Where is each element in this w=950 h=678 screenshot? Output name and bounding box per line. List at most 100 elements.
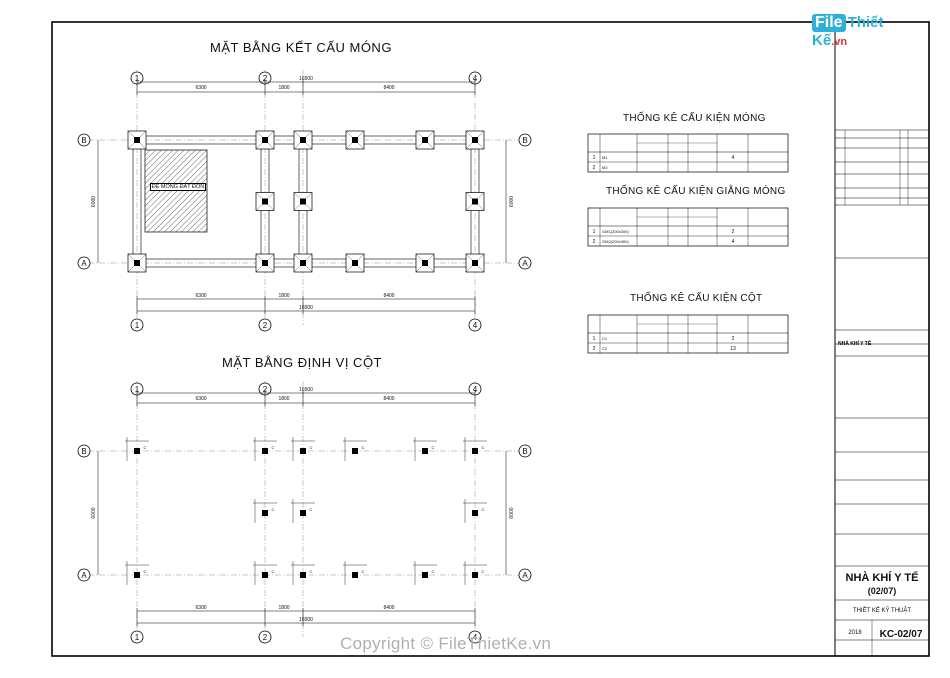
column xyxy=(134,260,140,266)
grid-bubble-2-bottom xyxy=(258,630,272,644)
dim-total-top: 16500 xyxy=(299,387,313,393)
table-title-column: THỐNG KÊ CẤU KIỆN CỘT xyxy=(630,293,763,304)
column-tag: C xyxy=(272,507,275,512)
design-phase: THIẾT KẾ KỸ THUẬT xyxy=(852,608,912,614)
table-cell-name: M2 xyxy=(602,165,608,170)
table-cell-no: 2 xyxy=(593,346,596,352)
dim-8400-top: 8400 xyxy=(383,85,394,91)
dim-8400-top: 8400 xyxy=(383,396,394,402)
column-tag: C xyxy=(310,569,313,574)
foundation-plan-title: MẶT BẰNG KẾT CẤU MÓNG xyxy=(210,40,392,55)
grid-bubble-2-bottom-label: 2 xyxy=(263,633,268,642)
column xyxy=(422,137,428,143)
column-tag: C xyxy=(482,569,485,574)
table-cell-name: C2 xyxy=(602,346,608,351)
dim-6300-bottom: 6300 xyxy=(195,293,206,299)
table-cell-qty: 4 xyxy=(732,239,735,245)
column xyxy=(262,510,268,516)
dim-8400-bottom: 8400 xyxy=(383,293,394,299)
grid-bubble-A-right xyxy=(518,256,532,270)
column-tag: C xyxy=(432,569,435,574)
table-cell-qty: 2 xyxy=(732,336,735,342)
column xyxy=(422,572,428,578)
grid-bubble-1-top-label: 1 xyxy=(135,385,140,394)
column-tag: C xyxy=(144,445,147,450)
column xyxy=(352,448,358,454)
sheet-count: (02/07) xyxy=(867,586,897,596)
column-tag: C xyxy=(362,569,365,574)
grid-bubble-A-right-label: A xyxy=(522,571,528,580)
table-cell-no: 2 xyxy=(593,239,596,245)
copyright-watermark: Copyright © FileThietKe.vn xyxy=(340,634,552,653)
drawing-code: KC-02/07 xyxy=(879,629,923,640)
dim-vertical-right: 6000 xyxy=(509,196,515,207)
grid-bubble-1-bottom-label: 1 xyxy=(135,321,140,330)
table-title-footing: THỐNG KÊ CẤU KIỆN MÓNG xyxy=(623,113,766,124)
dim-8400-bottom: 8400 xyxy=(383,605,394,611)
logo-name: Thiết Kế xyxy=(812,14,884,49)
grid-bubble-1-bottom xyxy=(130,630,144,644)
grid-bubble-2-top-label: 2 xyxy=(263,385,268,394)
table-cell-name: GM2(200x300) xyxy=(602,239,629,244)
table-title-tie-beam: THỐNG KÊ CẤU KIỆN GIẰNG MÓNG xyxy=(606,186,786,197)
grid-bubble-B-right xyxy=(518,133,532,147)
column xyxy=(300,260,306,266)
grid-bubble-4-bottom-label: 4 xyxy=(473,321,478,330)
dim-total-top: 16500 xyxy=(299,76,313,82)
dim-1800-bottom: 1800 xyxy=(278,605,289,611)
column-tag: C xyxy=(272,569,275,574)
column xyxy=(300,510,306,516)
sheet-border xyxy=(51,21,930,657)
grid-bubble-1-bottom xyxy=(130,318,144,332)
column xyxy=(134,572,140,578)
grid-bubble-2-bottom-label: 2 xyxy=(263,321,268,330)
dim-6300-top: 6300 xyxy=(195,85,206,91)
column xyxy=(422,260,428,266)
grid-bubble-4-bottom-label: 4 xyxy=(473,633,478,642)
column xyxy=(352,260,358,266)
dim-1800-top: 1800 xyxy=(278,396,289,402)
column xyxy=(422,448,428,454)
grid-bubble-A-left xyxy=(77,568,91,582)
column xyxy=(300,572,306,578)
grid-bubble-B-right-label: B xyxy=(522,136,527,145)
table-cell-name: C1 xyxy=(602,336,608,341)
grid-bubble-B-left-label: B xyxy=(81,136,86,145)
grid-bubble-2-top-label: 2 xyxy=(263,74,268,83)
project-name-small: NHÀ KHÍ Y TẾ xyxy=(838,341,872,347)
column xyxy=(472,198,478,205)
logo-badge: File xyxy=(812,14,846,32)
dim-vertical-left: 6000 xyxy=(91,196,97,207)
column-tag: C xyxy=(144,569,147,574)
column-tag: C xyxy=(272,445,275,450)
dim-6300-top: 6300 xyxy=(195,396,206,402)
column xyxy=(262,260,268,266)
grid-bubble-A-left-label: A xyxy=(81,259,87,268)
column-plan-title: MẶT BẰNG ĐỊNH VỊ CỘT xyxy=(222,355,382,370)
table-cell-no: 1 xyxy=(593,336,596,342)
grid-bubble-1-bottom-label: 1 xyxy=(135,633,140,642)
table-cell-qty: 13 xyxy=(730,346,736,352)
grid-bubble-A-left xyxy=(77,256,91,270)
column xyxy=(472,572,478,578)
grid-bubble-4-bottom xyxy=(468,630,482,644)
column xyxy=(472,510,478,516)
column xyxy=(300,137,306,143)
column-tag: C xyxy=(310,507,313,512)
column-tag: C xyxy=(482,445,485,450)
column xyxy=(352,137,358,143)
dim-total-bottom: 16500 xyxy=(299,305,313,311)
column xyxy=(262,572,268,578)
grid-bubble-B-left xyxy=(77,444,91,458)
grid-bubble-A-right xyxy=(518,568,532,582)
earth-footing-hatch xyxy=(144,149,208,233)
column xyxy=(262,137,268,143)
grid-bubble-B-left-label: B xyxy=(81,447,86,456)
table-cell-no: 2 xyxy=(593,165,596,171)
dim-vertical-left: 6000 xyxy=(91,507,97,518)
